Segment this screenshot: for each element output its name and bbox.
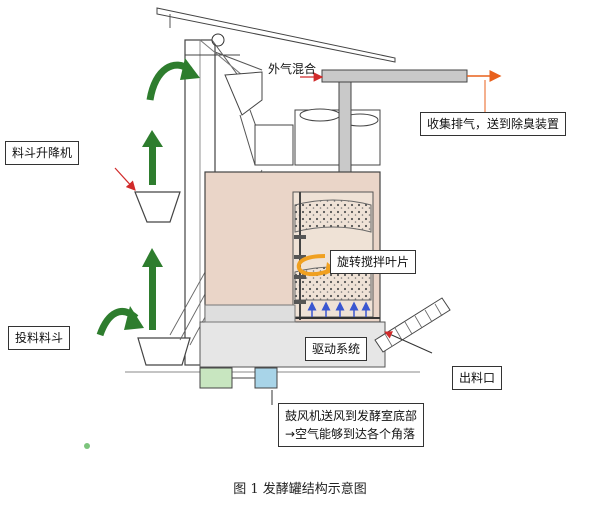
label-drive-system: 驱动系统 [305,337,368,361]
label-rotating-blade: 旋转搅拌叶片 [330,250,417,274]
green-arrows [96,58,200,337]
roof [156,7,396,63]
elevator-leader [114,167,136,191]
discharge-conveyor [374,297,451,353]
upper-chute [224,71,263,116]
air-flow-arrows [307,301,371,318]
feed-hopper [137,337,191,366]
figure-caption: 图 1 发酵罐结构示意图 [233,482,367,497]
blower-duct-box [254,367,278,389]
discharge-leader [384,331,433,354]
base-panel [204,304,296,323]
pulley-wheel [211,33,225,47]
elevator-bucket [134,191,181,223]
material-layer-top [294,199,372,233]
label-discharge-port: 出料口 [452,366,503,390]
label-exhaust: 收集排气，送到除臭装置 [420,112,567,136]
label-bucket-elevator: 料斗升降机 [5,141,80,165]
blower-unit [199,367,233,389]
agitator-blades [294,235,306,304]
label-blower-line2: →空气能够到达各个角落 [285,427,416,441]
exhaust-pipe-vertical [338,81,352,183]
label-feed-hopper: 投料料斗 [8,326,71,350]
label-blower-line1: 鼓风机送风到发酵室底部 [285,409,418,423]
decorative-dot [84,443,90,449]
feed-box [254,124,294,166]
label-mixing-air: 外气混合 [268,62,317,76]
rotation-arrow [296,254,331,277]
exhaust-pipe-horizontal [321,69,468,83]
label-blower: 鼓风机送风到发酵室底部 →空气能够到达各个角落 [278,403,425,447]
